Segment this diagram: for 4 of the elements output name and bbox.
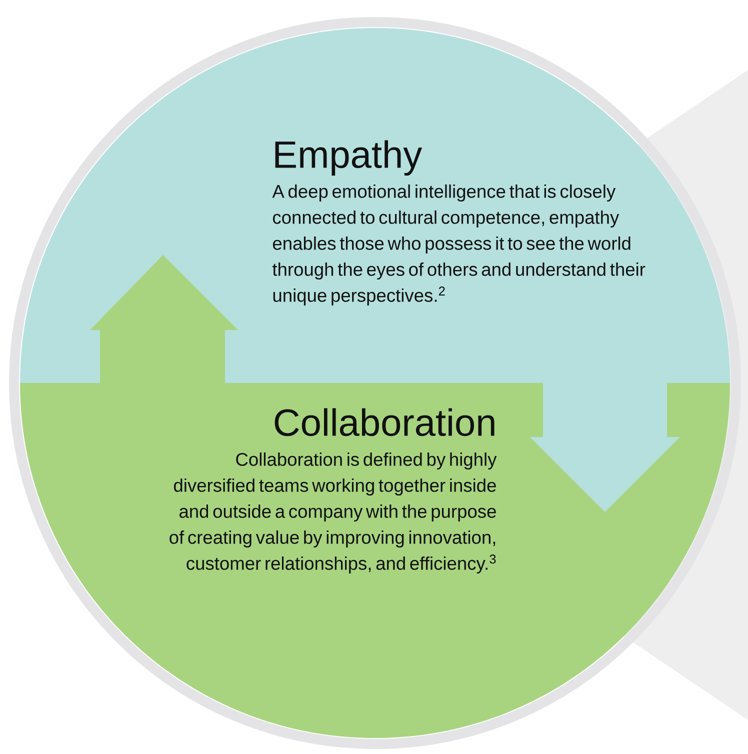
heading: Empathy bbox=[275, 140, 422, 176]
description: A deep emotional intelligence that is closely connected to cultural competence, empathy enables those who possess it to see the world through the eyes of others and understand their unique perspectives.$^{2}$ bbox=[272, 184, 646, 306]
description: Collaboration is defined by highly diversified teams working together inside and outside a company with the purpose of creating value by improving innovation, customer relationships, and efficiency.$^{3}$ bbox=[170, 452, 497, 574]
heading: Collaboration bbox=[274, 408, 494, 436]
